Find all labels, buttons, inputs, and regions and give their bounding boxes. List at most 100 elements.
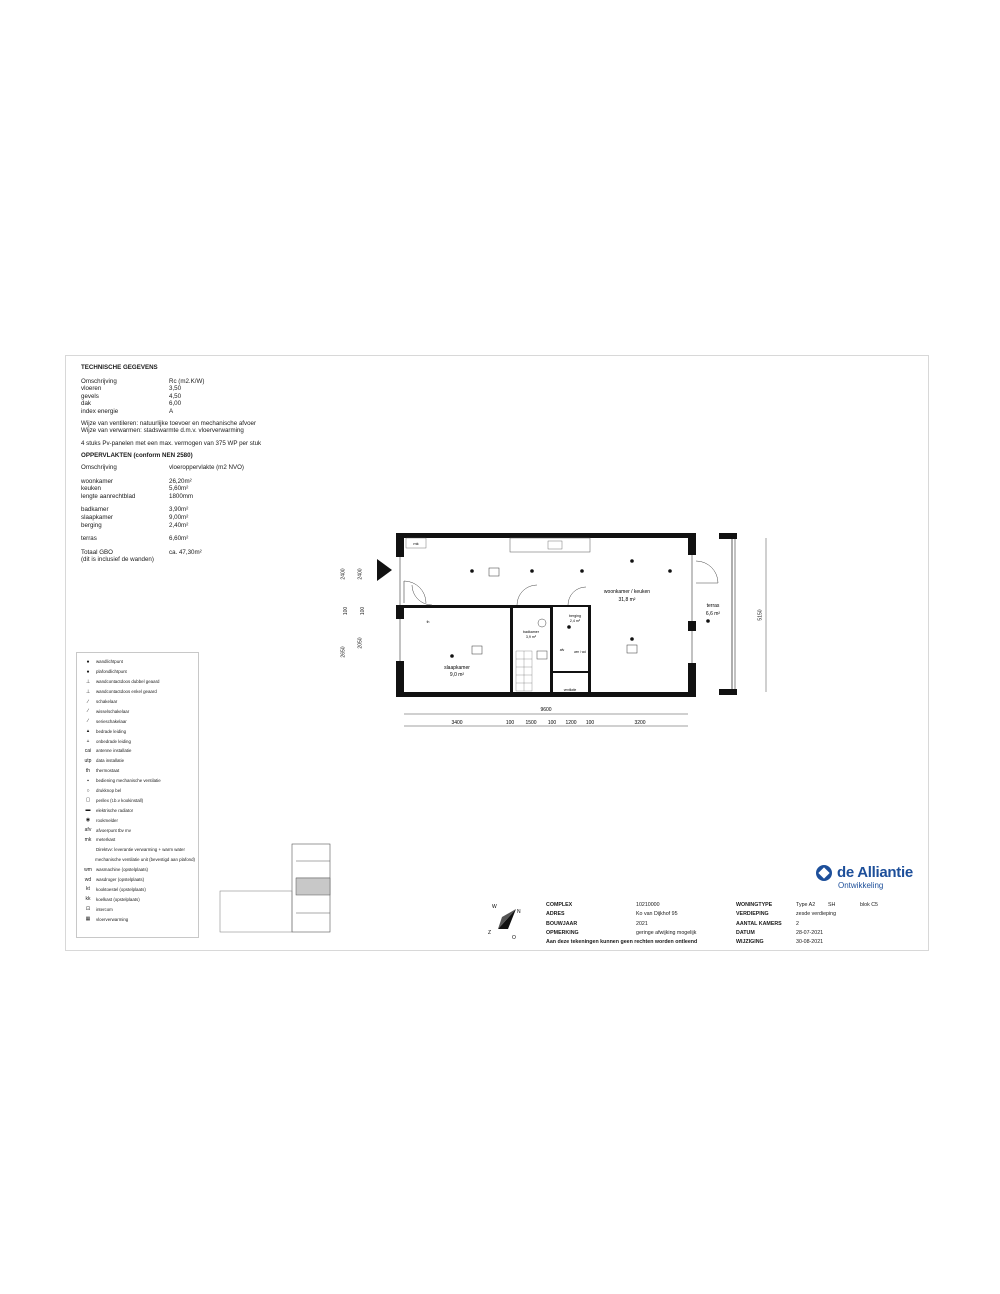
title-block-cell: blok C5: [860, 902, 878, 908]
tech-table-header: Omschrijving Rc (m2.K/W): [81, 377, 205, 385]
legend-label: thermostaat: [96, 768, 120, 774]
dim-segment: 3400: [451, 720, 462, 726]
legend-item: ▢perilex (t.b.v kookinstall): [80, 795, 195, 805]
legend-symbol-icon: ▴: [86, 728, 90, 735]
legend-label: data installatie: [96, 758, 125, 764]
ceiling-light-icon: [580, 569, 584, 573]
label-ventilation: ventilatie: [564, 688, 577, 692]
entrance-arrow-icon: [377, 559, 392, 581]
legend-item: ▦vloerverwarming: [80, 914, 195, 924]
title-block-cell: zesde verdieping: [796, 911, 837, 918]
bathroom-tile-grid: [515, 650, 533, 692]
heating-note: Wijze van verwarmen: stadswarmte d.m.v. …: [81, 427, 244, 435]
room-area-berging: 2,4 m²: [570, 619, 581, 623]
compass-o: O: [512, 935, 516, 939]
legend-label: wasmachine (opstelplaats): [96, 867, 148, 873]
area-table-header: Omschrijving vloeroppervlakte (m2 NVO): [81, 463, 244, 471]
legend-item: utp data installatie: [80, 756, 195, 766]
door-entrance: [403, 580, 427, 604]
logo-sub: Ontwikkeling: [838, 881, 884, 890]
legend-symbol-icon: ⊥: [85, 678, 91, 685]
legend-symbol-icon: utp: [84, 757, 92, 764]
disclaimer: Aan deze tekeningen kunnen geen rechten …: [546, 939, 698, 946]
legend-item: ▪bediening mechanische ventilatie: [80, 776, 195, 786]
legend-symbol-icon: ⊥: [85, 688, 91, 695]
legend-symbol-icon: th: [85, 767, 91, 774]
logo-name: de Alliantie: [837, 864, 913, 881]
outer-wall-bottom: [396, 692, 696, 697]
label-afv: afv: [560, 648, 565, 652]
ceiling-light-icon: [668, 569, 672, 573]
total-note: (dit is inclusief de wanden): [81, 556, 154, 564]
dim-left-lower: 2650: [340, 646, 347, 658]
radiator-grids: [471, 567, 638, 655]
outer-wall-top: [396, 533, 696, 538]
legend-label: vloerverwarming: [96, 916, 129, 922]
technical-data-panel: TECHNISCHE GEGEVENS Omschrijving Rc (m2.…: [81, 364, 341, 564]
dim-segment: 3200: [634, 720, 645, 726]
legend-label: wasdroger (opstelplaats): [96, 877, 145, 883]
storage-inner-wall: [553, 671, 589, 673]
legend-item: ⊥wandcontactdoos enkel geaard: [80, 687, 195, 697]
compass-n: N: [517, 909, 521, 915]
kitchen-counter: [509, 537, 591, 553]
floor-heating-icon: [626, 644, 638, 654]
title-block-cell: [828, 929, 860, 938]
legend-label: antenne installatie: [96, 748, 132, 754]
logo-mark-icon: [816, 864, 832, 881]
legend-label: elektrische radiator: [96, 807, 134, 813]
bathroom-left-wall: [510, 605, 513, 697]
dim-segment: 100: [548, 720, 557, 726]
compass-arrow-icon: [498, 909, 516, 929]
legend-symbol-icon: ●: [86, 668, 90, 675]
legend-label: kooktoestel (opstelplaats): [96, 886, 146, 892]
ceiling-light-icon: [530, 569, 534, 573]
label-th: th: [427, 620, 430, 624]
ceiling-light-icon: [706, 619, 710, 623]
title-block-cell: [828, 910, 860, 919]
legend-item: ▴bedrade leiding: [80, 726, 195, 736]
dim-segment: 1500: [525, 720, 536, 726]
terras-wall: [719, 689, 737, 695]
room-area-badkamer: 3,9 m²: [526, 635, 537, 639]
legend-symbol-icon: kt: [86, 886, 90, 893]
legend-symbol-icon: wm: [84, 866, 92, 873]
ceiling-light-icon: [567, 625, 571, 629]
legend-label: Direktvv: leverantie verwarming + warm w…: [96, 847, 185, 853]
title-block-cell: COMPLEX: [546, 902, 573, 908]
legend-symbol-icon: ▬: [85, 807, 91, 814]
title-block-cell: SH: [828, 902, 836, 908]
dim-segment: 1200: [565, 720, 576, 726]
compass-rose: W N Z O: [488, 904, 521, 939]
storage-right-wall: [588, 605, 591, 697]
wijziging-label: WIJZIGING: [736, 939, 764, 946]
floor-plan: woonkamer / keuken 31,8 m² terras 6,6 m²…: [377, 533, 767, 727]
legend-item: mechanische ventilatie unit (bevestigd a…: [80, 855, 195, 865]
compass-z: Z: [488, 930, 491, 936]
legend-label: intercom: [96, 906, 113, 912]
legend-symbol-icon: ●: [86, 658, 90, 665]
dim-left-mid: 100: [343, 606, 350, 616]
legend-symbol-icon: ∕: [87, 708, 89, 715]
title-block-cell: Type A2: [796, 902, 816, 908]
bathroom-right-wall: [550, 605, 553, 697]
legend-item: ▵onbedrade leiding: [80, 736, 195, 746]
room-label-mk: mk: [413, 541, 418, 546]
dim-segment: 100: [506, 720, 515, 726]
ceiling-lights: [450, 559, 710, 658]
key-plan-highlighted-unit: [295, 877, 331, 896]
legend-item: ◉rookmelder: [80, 815, 195, 825]
legend-symbol-icon: ○: [86, 787, 90, 794]
dim-left-lower: 2050: [357, 637, 364, 649]
brand-logo: de Alliantie Ontwikkeling: [816, 864, 913, 890]
